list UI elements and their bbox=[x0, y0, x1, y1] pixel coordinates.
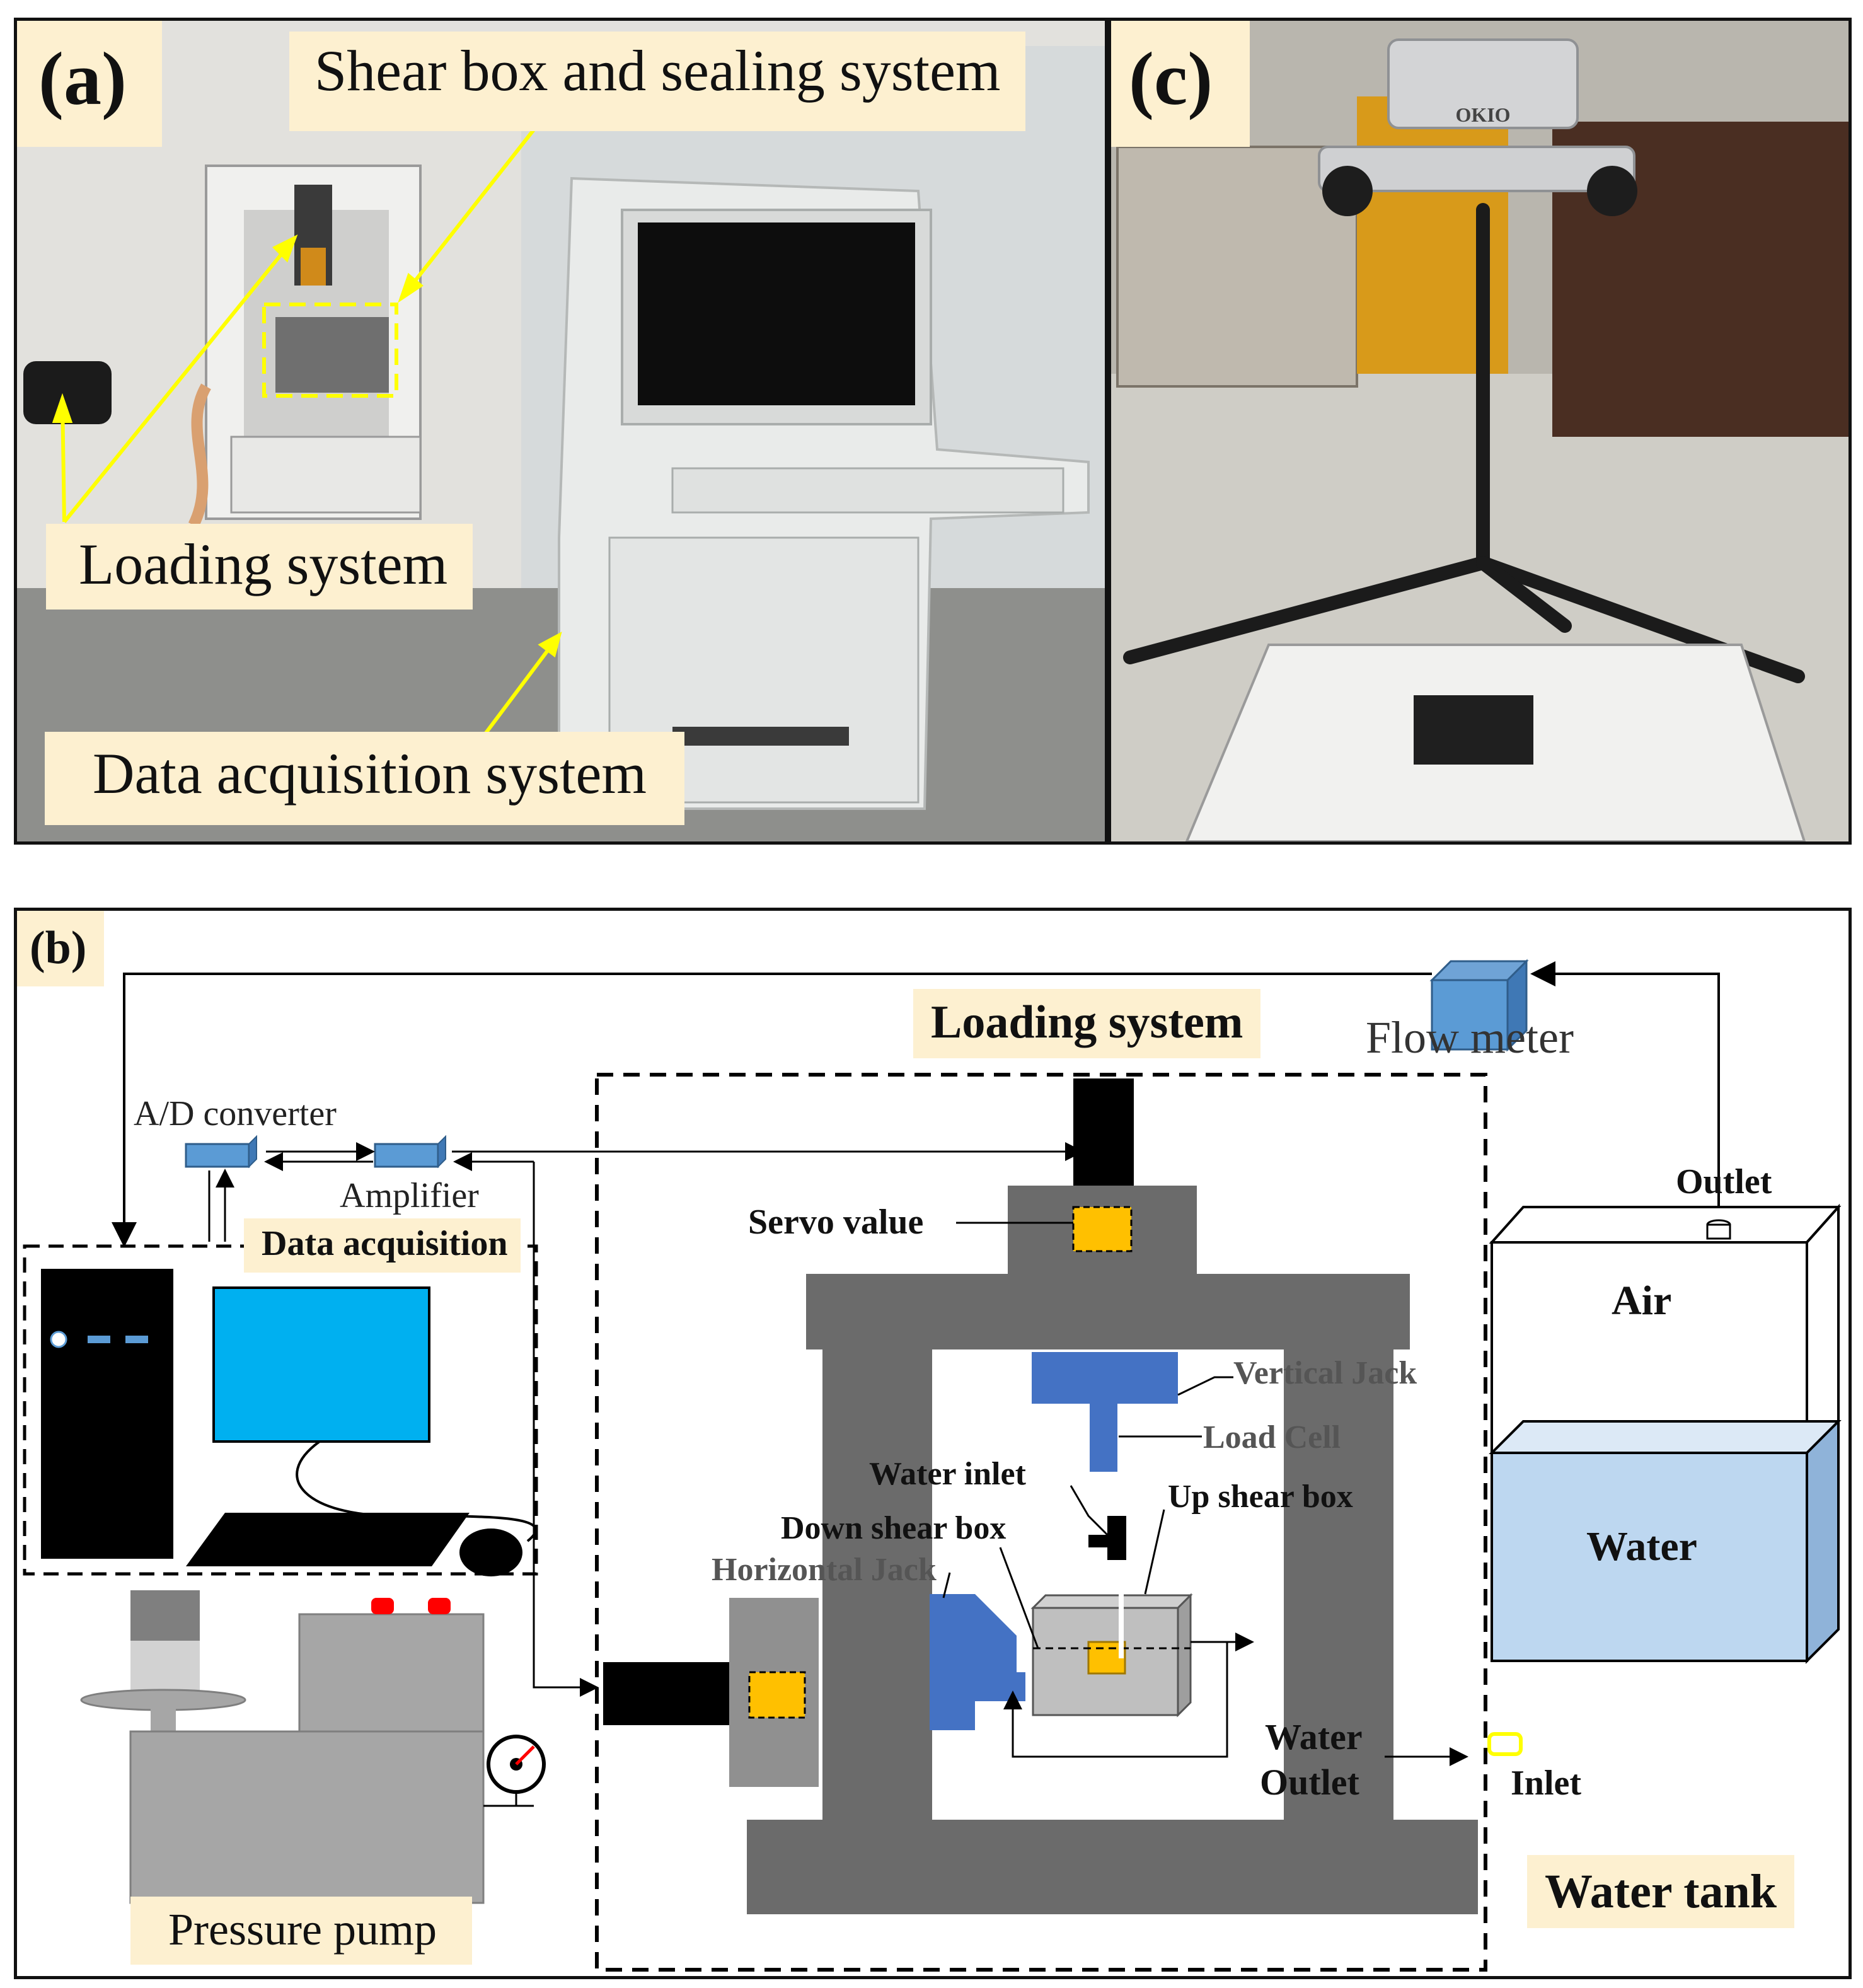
console-screen bbox=[638, 222, 915, 405]
water-inlet-label: Water inlet bbox=[869, 1456, 1027, 1492]
shear-box-photo bbox=[275, 317, 389, 393]
panel-c: OKIO (c) bbox=[1108, 18, 1852, 845]
frame-left-column bbox=[822, 1349, 932, 1820]
panel-c-photo: OKIO bbox=[1111, 21, 1849, 841]
tripod bbox=[1123, 203, 1805, 683]
shear-box bbox=[1030, 1516, 1193, 1718]
shear-box-label: Shear box and sealing system bbox=[289, 32, 1026, 131]
pressure-pump-title: Pressure pump bbox=[130, 1897, 472, 1965]
tank-outlet-label: Outlet bbox=[1676, 1162, 1772, 1201]
camera-right bbox=[1587, 166, 1637, 216]
panel-b: Flow meter A/D converter Amplifier bbox=[14, 908, 1852, 1979]
loading-system-label: Loading system bbox=[46, 524, 473, 610]
scanner-body bbox=[1387, 38, 1579, 129]
tank-air-label: Air bbox=[1612, 1278, 1671, 1324]
panel-b-tag: (b) bbox=[17, 911, 104, 986]
shelf-left bbox=[1116, 146, 1358, 388]
panel-a-photo bbox=[17, 21, 1105, 841]
frame-right-column bbox=[1284, 1349, 1393, 1820]
scanner-bar bbox=[1318, 146, 1635, 192]
water-tank-title: Water tank bbox=[1527, 1855, 1795, 1928]
loading-system-dashed-box bbox=[595, 1073, 1487, 1972]
load-cell-label: Load Cell bbox=[1203, 1419, 1341, 1455]
flow-meter-label: Flow meter bbox=[1366, 1012, 1574, 1063]
frame-top-beam bbox=[806, 1274, 1410, 1349]
water-outlet-label-2: Outlet bbox=[1260, 1762, 1360, 1803]
pc-tower bbox=[41, 1269, 173, 1559]
panel-a-tag: (a) bbox=[17, 21, 162, 147]
annotation-arrows bbox=[52, 120, 562, 737]
horizontal-jack bbox=[930, 1594, 1025, 1730]
frame-base bbox=[747, 1820, 1478, 1914]
vertical-ram bbox=[1073, 1078, 1134, 1186]
vertical-jack bbox=[1032, 1352, 1178, 1404]
tank-inlet-label: Inlet bbox=[1511, 1764, 1581, 1803]
ad-converter-label: A/D converter bbox=[134, 1094, 337, 1133]
water-outlet-label-1: Water bbox=[1265, 1716, 1363, 1757]
amplifier-box bbox=[374, 1135, 446, 1169]
pressure-pump bbox=[80, 1590, 546, 1904]
loading-system-title: Loading system bbox=[913, 989, 1261, 1058]
pc-monitor bbox=[212, 1286, 430, 1443]
camera-left bbox=[1322, 166, 1373, 216]
data-acquisition-dashed-box bbox=[23, 1244, 538, 1576]
line-flowmeter-to-pc bbox=[112, 973, 1432, 1247]
ad-converter-box bbox=[185, 1135, 257, 1169]
horizontal-ram bbox=[603, 1662, 729, 1725]
shear-box-highlight bbox=[262, 303, 398, 398]
load-cell-block bbox=[301, 248, 326, 286]
console-keyboard-drawer bbox=[671, 467, 1064, 514]
amplifier-label: Amplifier bbox=[340, 1176, 479, 1215]
specimen bbox=[1414, 695, 1533, 765]
panel-a: (a) Shear box and sealing system Loading… bbox=[14, 18, 1108, 845]
panel-c-tag: (c) bbox=[1111, 21, 1250, 147]
servo-value-box bbox=[1072, 1206, 1133, 1252]
scanner-brand: OKIO bbox=[1455, 103, 1510, 126]
load-cell bbox=[1090, 1404, 1117, 1472]
hydraulic-cylinder bbox=[23, 361, 112, 424]
down-shear-box-label: Down shear box bbox=[781, 1510, 1006, 1546]
data-acquisition-label: Data acquisition system bbox=[45, 732, 684, 825]
schematic: Flow meter A/D converter Amplifier bbox=[23, 959, 1842, 1972]
up-shear-box-label: Up shear box bbox=[1168, 1479, 1353, 1515]
vertical-jack-label: Vertical Jack bbox=[1233, 1355, 1417, 1391]
machine-base bbox=[230, 436, 422, 514]
horizontal-servo bbox=[748, 1671, 806, 1719]
water-tank bbox=[1487, 1203, 1842, 1756]
pc-keyboard bbox=[186, 1513, 470, 1566]
horizontal-jack-label: Horizontal Jack bbox=[712, 1552, 937, 1588]
tank-water-label: Water bbox=[1586, 1523, 1697, 1569]
cable-orange bbox=[188, 383, 211, 528]
flow-meter-cube bbox=[1429, 959, 1529, 1052]
pc-mouse bbox=[459, 1529, 522, 1576]
data-acquisition-title: Data acquisition bbox=[244, 1218, 521, 1273]
console-vent bbox=[672, 727, 849, 746]
servo-value-label: Servo value bbox=[748, 1203, 923, 1242]
